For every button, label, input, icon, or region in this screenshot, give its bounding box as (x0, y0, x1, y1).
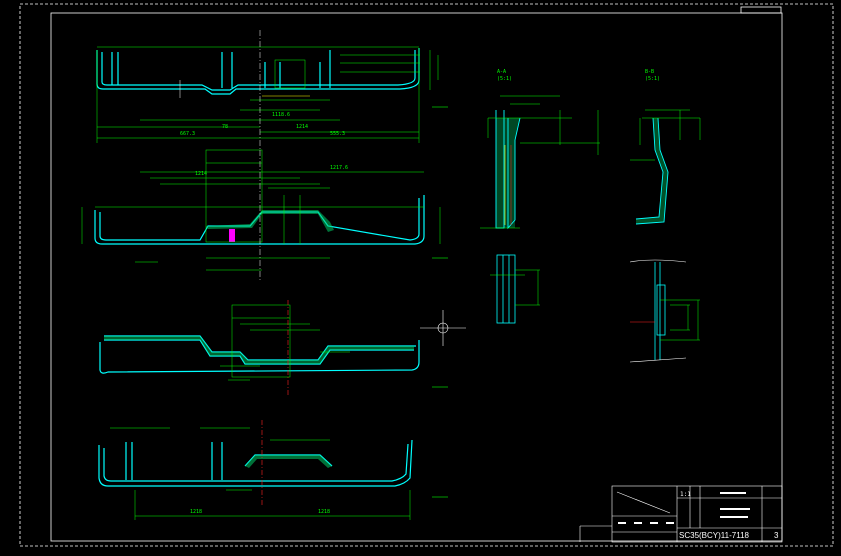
dim-bottom-left: 1218 (190, 509, 202, 515)
dim-row2-1217: 1217.6 (330, 165, 348, 171)
dim-bottom-right: 1218 (318, 509, 330, 515)
view-1-elevation: 1214 667.3 555.3 78 1118.6 (96, 30, 448, 150)
section-b-title: B-B (645, 69, 654, 75)
view-4-elevation: 1218 1218 (98, 420, 448, 520)
section-b-scale: (5:1) (645, 76, 660, 82)
section-a-title: A-A (497, 69, 506, 75)
dim-1118: 1118.6 (272, 112, 290, 118)
sheet-number: 3 (774, 531, 779, 540)
view-3-elevation (99, 300, 466, 395)
sheet-border (19, 3, 834, 547)
dim-1214: 1214 (296, 124, 308, 130)
dim-555: 555.3 (330, 131, 345, 137)
title-block (579, 485, 783, 543)
dim-row2-1214: 1214 (195, 171, 207, 177)
title-block-marks (618, 492, 750, 524)
view-2-elevation: 1214 1217.6 (81, 149, 448, 280)
section-a-a: A-A (5:1) (480, 69, 600, 324)
drawing-number: SC35(BCY)11-7118 (679, 531, 750, 540)
section-b-b: B-B (5:1) (629, 69, 701, 363)
dim-78: 78 (222, 124, 228, 130)
section-a-scale: (5:1) (497, 76, 512, 82)
title-block-scale: 1:1 (680, 491, 691, 498)
dim-667: 667.3 (180, 131, 195, 137)
